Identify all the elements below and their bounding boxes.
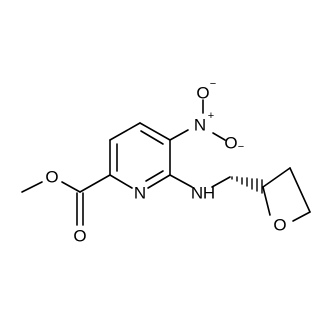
nitro-n-label: N (194, 116, 206, 135)
bond-carbonyl-o-single (61, 181, 81, 193)
bond-nh-ch2 (211, 176, 231, 188)
nitro-n-charge: + (208, 110, 214, 122)
amine-h-label: H (203, 184, 215, 203)
ring-n-label: N (134, 184, 146, 203)
oxetane-o-label: O (273, 216, 286, 235)
bond-c3-c4-inner (140, 130, 164, 145)
amine-n-label: N (191, 184, 203, 203)
pyridine-ring (109, 122, 171, 189)
ester-o-double-label: O (73, 227, 86, 246)
bond-oxetane-c4-o (292, 211, 311, 222)
bond-oxetane-c3-c4 (289, 167, 311, 213)
methyl-ester-group: O O (21, 168, 111, 246)
bond-c5-n1 (147, 174, 171, 189)
nitro-o-top-label: O (196, 84, 209, 103)
bond-c3-c4 (139, 122, 171, 141)
oxetane-group: O (231, 167, 311, 235)
bond-c5-nh (169, 174, 193, 188)
nitro-o-top-charge: − (210, 78, 216, 90)
hashed-stereo-bond (231, 176, 263, 194)
bond-nitro-n-o-right (212, 132, 226, 141)
bond-oxetane-c2-c3 (262, 167, 291, 188)
nitro-group: O − N + O − (169, 78, 244, 153)
bond-oxetane-o-c2 (262, 186, 271, 216)
bond-c4-nitro-n (169, 129, 189, 141)
bond-n1-c6 (109, 174, 133, 189)
nitro-o-right-label: O (224, 134, 237, 153)
amine-linker: N H (169, 174, 231, 203)
bond-o-methyl (21, 181, 43, 193)
ester-o-single-label: O (45, 168, 58, 187)
bond-c6-carbonyl (79, 174, 111, 193)
bond-c2-c3 (109, 122, 141, 141)
nitro-o-right-charge: − (238, 141, 244, 153)
bond-c5-n1-inner (145, 170, 164, 182)
